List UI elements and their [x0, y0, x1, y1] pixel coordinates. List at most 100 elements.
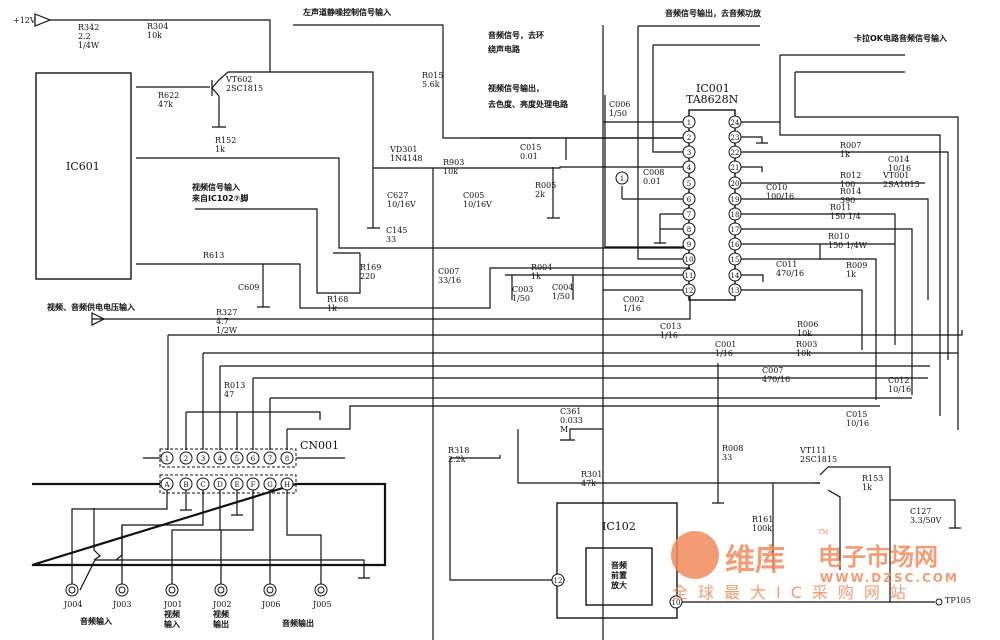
ic001-pin-label: 2	[687, 134, 691, 142]
j005-label: J005	[312, 600, 331, 609]
r327-label-value: 1/2W	[216, 326, 238, 335]
c015b-label: C015	[846, 410, 867, 419]
ic001-pin-4	[682, 160, 696, 174]
j001-label: J001	[163, 600, 182, 609]
r012-label: R012	[840, 171, 861, 180]
supply-input-label: 视频、音频供电电压输入	[47, 302, 135, 312]
rca-jack-center	[118, 586, 126, 594]
r318-label: R318	[448, 446, 469, 455]
component-labels: R3422.21/4WR30410kVT6022SC1815R62247kR15…	[78, 22, 971, 605]
cn001-pin-F	[246, 477, 260, 491]
ic001-pin-label: 19	[731, 196, 740, 204]
r008-label-value: 33	[722, 453, 732, 462]
r008-label: R008	[722, 444, 743, 453]
ic001-pin-9	[682, 237, 696, 251]
rca-jack-center	[317, 586, 325, 594]
c007a-label-value: 33/16	[438, 276, 461, 285]
r013-label: R013	[224, 381, 245, 390]
r327-label: R327	[216, 308, 237, 317]
c004-label-value: 1/50	[552, 292, 570, 301]
c003-label: C003	[512, 285, 533, 294]
ic001-pin-13	[728, 283, 742, 297]
r304-label: R304	[147, 22, 168, 31]
svg-text:电子市场网: 电子市场网	[818, 543, 938, 571]
r012-label-value: 100	[840, 180, 855, 189]
vt602-label: VT602	[225, 75, 252, 84]
r007-label-value: 1k	[840, 150, 850, 159]
svg-text:TM: TM	[818, 529, 828, 536]
rca-jack-center	[68, 586, 76, 594]
marker-1	[615, 171, 629, 185]
cn001-pin-label: 8	[285, 455, 289, 463]
c627-label-value: 10/16V	[387, 200, 416, 209]
left-mute-label: 左声道静噪控制信号输入	[302, 7, 391, 17]
cn001-pin-label: E	[234, 481, 239, 489]
c010-label: C010	[766, 183, 787, 192]
ic001-pin-label: 3	[687, 149, 691, 157]
r153-label-value: 1k	[862, 483, 872, 492]
audio-out-jacks-label: 音频输出	[282, 618, 314, 628]
r169-label-value: 220	[360, 272, 375, 281]
ic001-pin-label: 24	[731, 119, 740, 127]
r903-label: R903	[443, 158, 464, 167]
wires	[31, 13, 963, 640]
ic001-pin-21	[728, 160, 742, 174]
ic601-label: IC601	[66, 160, 100, 173]
tp105-terminal	[935, 598, 943, 606]
ic001-pin-17	[728, 222, 742, 236]
r009-label-value: 1k	[846, 270, 856, 279]
c013-label-value: 1/16	[660, 331, 678, 340]
cn001-pin-4	[213, 451, 227, 465]
ic001-pin-15	[728, 252, 742, 266]
r015-label-value: 5.6k	[422, 80, 440, 89]
c006-label-value: 1/50	[609, 109, 627, 118]
tp105-label: TP105	[945, 596, 971, 605]
ic102-preamp-block	[585, 547, 653, 606]
cn001-pin-label: 4	[218, 455, 223, 463]
ic001-pin-23	[728, 130, 742, 144]
pin-group: 1234567891011122423222120191817161514131…	[160, 115, 742, 609]
r342-label-value: 1/4W	[78, 41, 100, 50]
ic102-pin-12	[551, 573, 565, 587]
vt001-label: VT001	[882, 171, 909, 180]
r010-label: R010	[828, 232, 849, 241]
r009-label: R009	[846, 261, 867, 270]
c015a-label: C015	[520, 143, 541, 152]
c361-label-value: 0.033	[560, 416, 583, 425]
ic001-pin-20	[728, 176, 742, 190]
ic001-pin-label: 11	[685, 272, 694, 280]
r003-label: R003	[796, 340, 817, 349]
ic001-pin-label: 4	[687, 164, 692, 172]
rca-jack-center	[168, 586, 176, 594]
watermark-circle-icon	[671, 531, 719, 579]
cn001-pin-label: 2	[184, 455, 188, 463]
svg-text:维库: 维库	[725, 543, 785, 578]
r007-label: R007	[840, 141, 861, 150]
cn001-pin-1	[160, 451, 174, 465]
r015-label: R015	[422, 71, 443, 80]
ic001-pin-label: 13	[731, 287, 740, 295]
c609-label: C609	[238, 283, 259, 292]
c627-label: C627	[387, 191, 408, 200]
vd301-label-value: 1N4148	[390, 154, 422, 163]
ic102-pin-label: 10	[672, 599, 681, 607]
marker-1-label: 1	[620, 175, 624, 183]
ic001-pin-2	[682, 130, 696, 144]
r304-label-value: 10k	[147, 31, 162, 40]
jack-group	[65, 583, 328, 597]
video-in-label-1: 视频信号输入	[192, 182, 240, 192]
karaoke-in-label: 卡拉OK电路音频信号输入	[854, 33, 947, 43]
rca-jack-center	[266, 586, 274, 594]
cn001-pin-6	[246, 451, 260, 465]
ic001-pin-label: 9	[687, 241, 691, 249]
r014-label-value: 390	[840, 196, 855, 205]
c015a-label-value: 0.01	[520, 152, 538, 161]
r014-label: R014	[840, 187, 861, 196]
r301-label-value: 47k	[581, 479, 596, 488]
ic102-block-2: 前置	[611, 570, 627, 580]
cn001-pin-label: 3	[201, 455, 205, 463]
r318-label-value: 2.2k	[448, 455, 466, 464]
ic102-pin-label: 12	[554, 577, 563, 585]
audio-in-label: 音频输入	[80, 616, 112, 626]
r003-label-value: 10k	[796, 349, 811, 358]
